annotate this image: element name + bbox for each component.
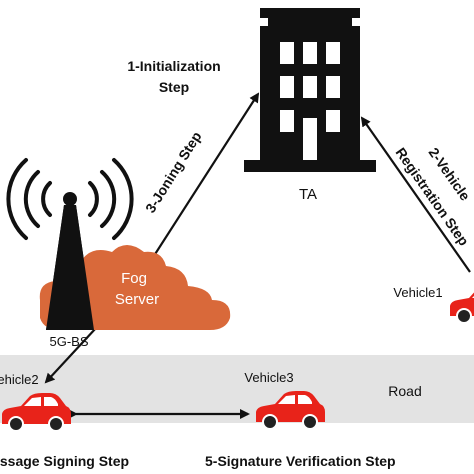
- car-icon: [450, 285, 474, 324]
- ta-label: TA: [299, 186, 317, 203]
- fog-server-label-line1: Fog: [121, 270, 147, 287]
- base-station-label: 5G-BS: [49, 334, 88, 349]
- vehicle1-label: Vehicle1: [393, 285, 442, 300]
- arrow-fog-to-vehicle2: [44, 327, 97, 384]
- arrow-vehicle1-to-ta: [360, 116, 471, 273]
- building-icon: [244, 8, 376, 172]
- initialization-step-label-line1: 1-Initialization: [127, 58, 220, 74]
- road-label: Road: [388, 383, 421, 399]
- tower-base-overlay: [46, 205, 94, 330]
- vehicle2-label: Vehicle2: [0, 372, 39, 387]
- verification-step-label: 5-Signature Verification Step: [205, 453, 396, 469]
- fog-server-label-line2: Server: [115, 291, 159, 308]
- joining-step-label: 3-Joning Step: [142, 129, 205, 216]
- initialization-step-label-line2: Step: [159, 79, 189, 95]
- signing-step-label: 4-Message Signing Step: [0, 453, 129, 469]
- vehicle3-label: Vehicle3: [244, 370, 293, 385]
- arrow-fog-to-ta: [149, 92, 260, 263]
